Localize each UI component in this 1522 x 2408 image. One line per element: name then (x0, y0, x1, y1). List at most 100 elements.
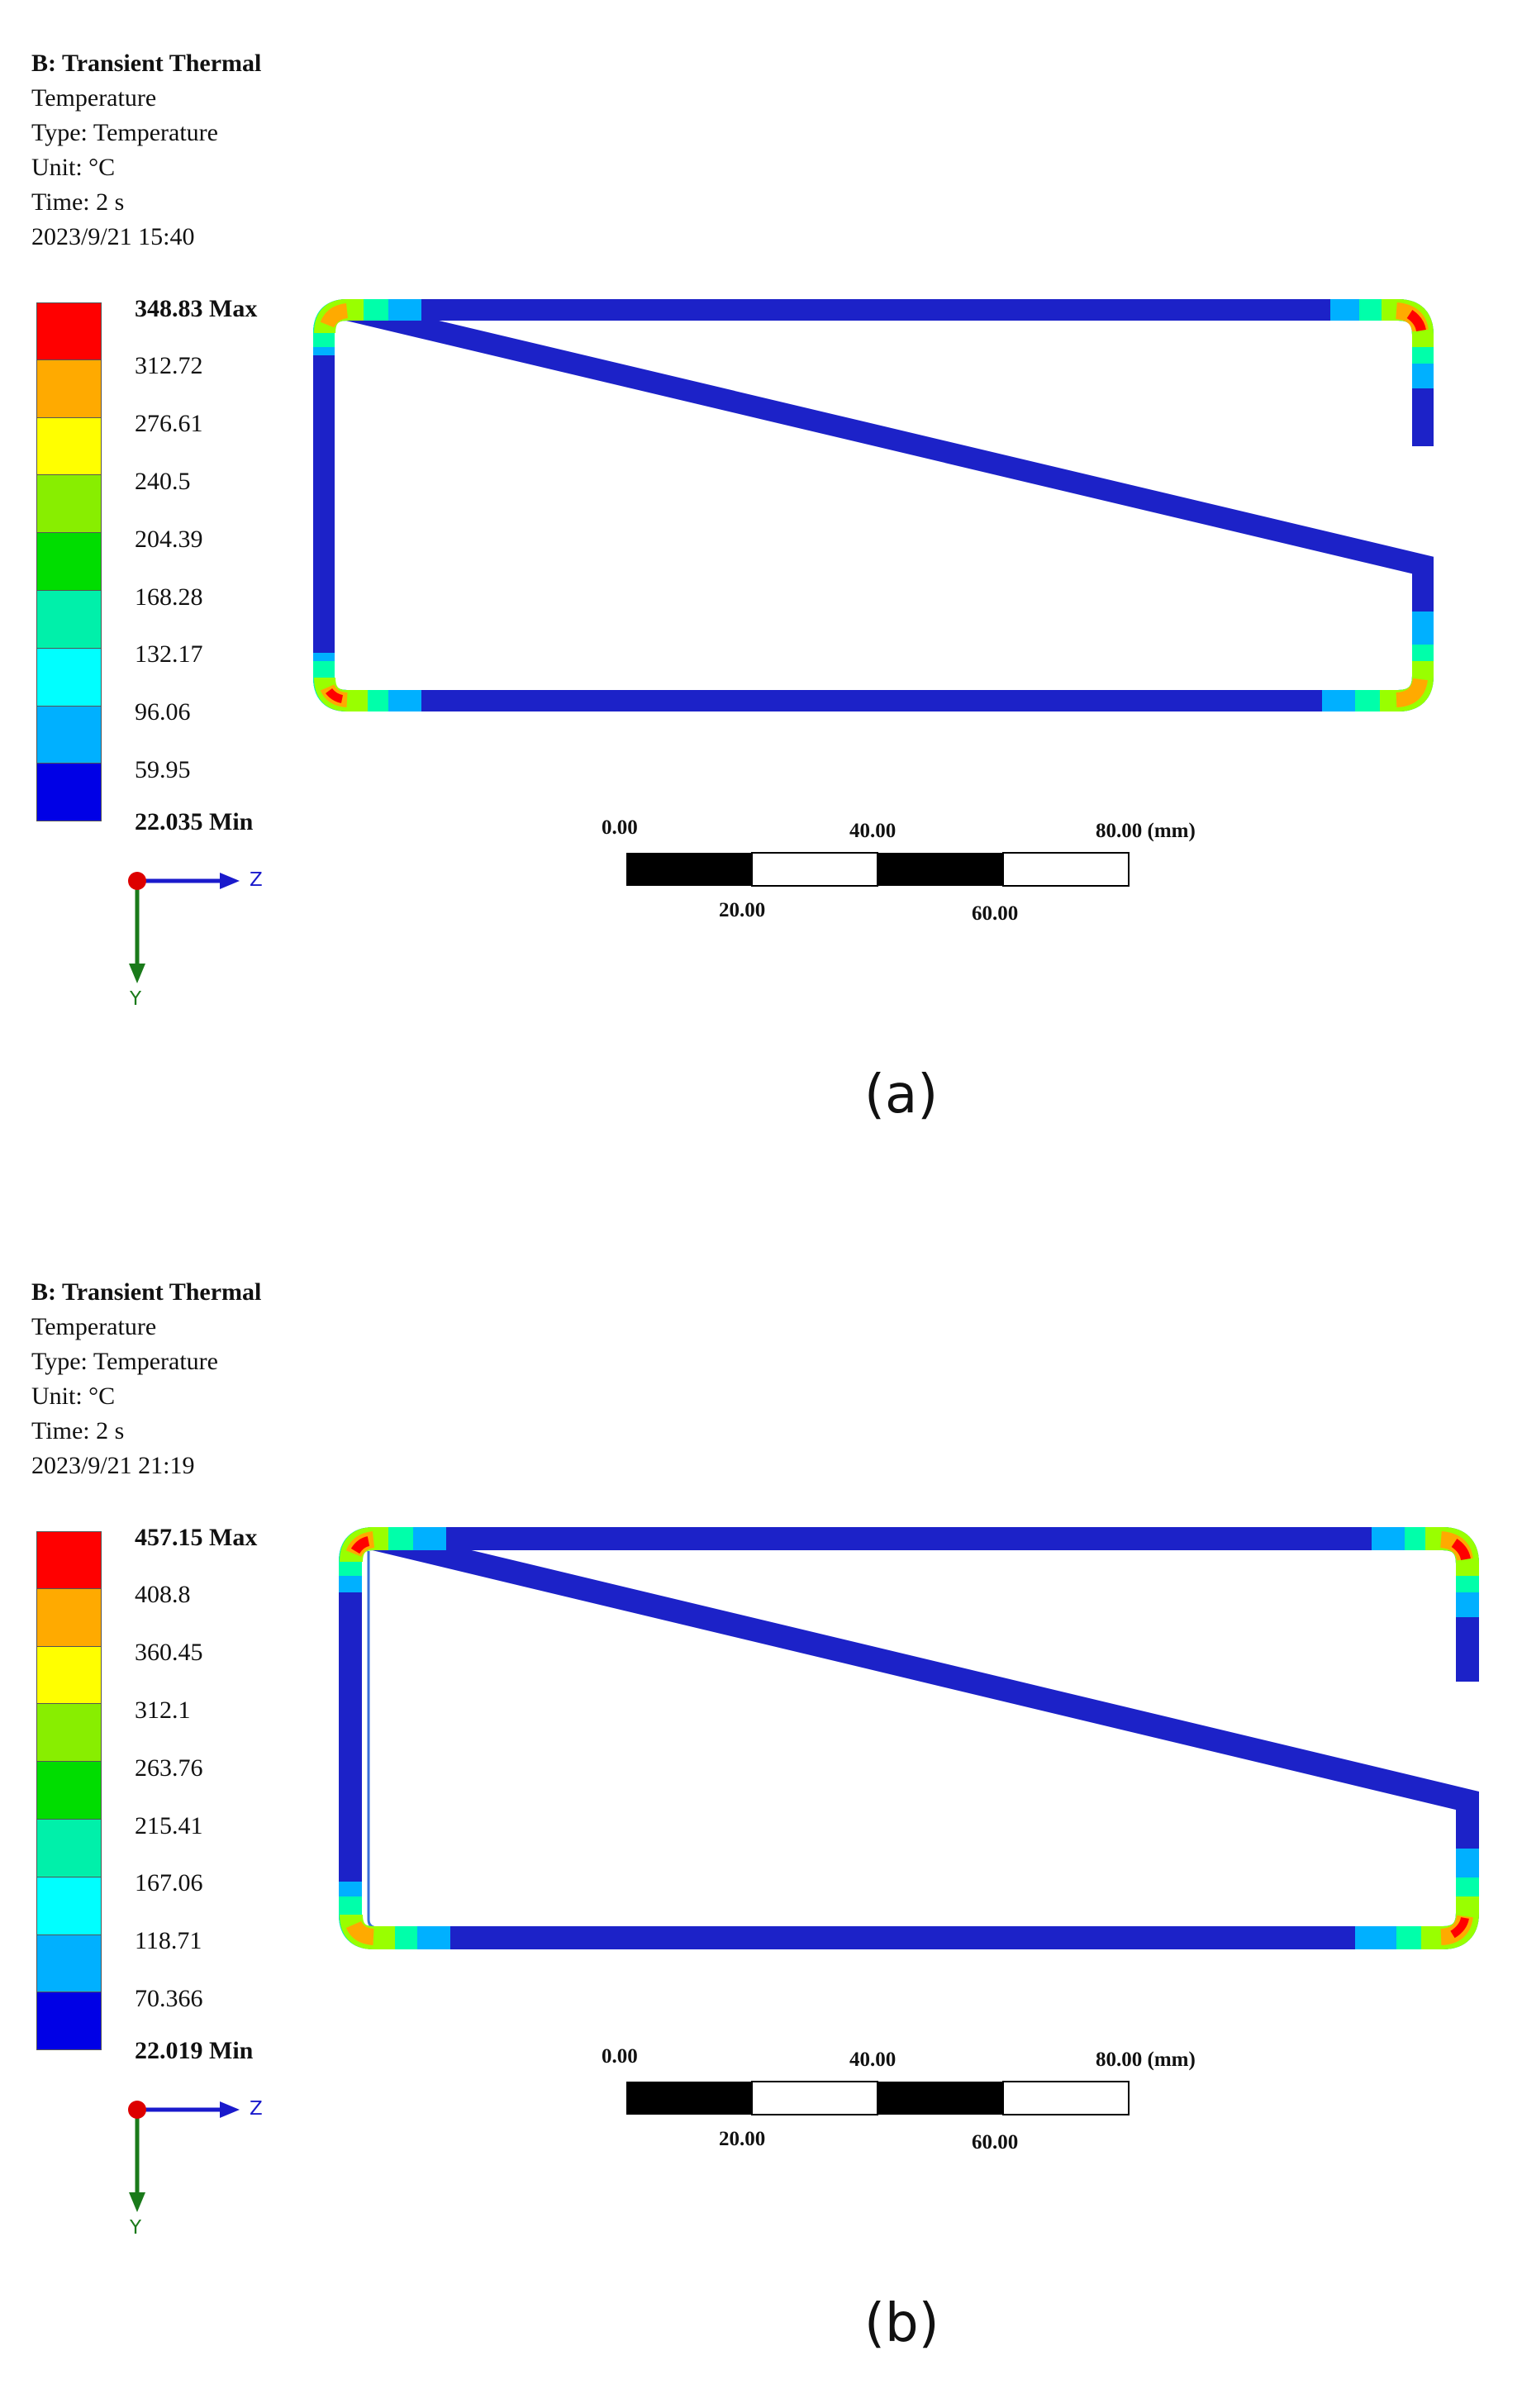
legend-color-band (36, 764, 102, 822)
legend-label: 59.95 (135, 756, 191, 783)
result-info: B: Transient Thermal Temperature Type: T… (31, 46, 261, 255)
result-unit: Unit: °C (31, 1382, 116, 1410)
scale-tick-label: 60.00 (972, 902, 1019, 925)
origin-point-icon (128, 872, 146, 890)
legend-label: 70.366 (135, 1985, 203, 2012)
legend-color-band (36, 302, 102, 360)
origin-point-icon (128, 2101, 146, 2119)
legend-color-band (36, 1934, 102, 1993)
result-date: 2023/9/21 15:40 (31, 223, 195, 250)
result-time: Time: 2 s (31, 188, 125, 216)
y-axis-arrow-icon (129, 964, 145, 983)
corner-gradient (345, 1920, 375, 1945)
scale-tick-label: 20.00 (719, 899, 766, 921)
opening-tip-top (1412, 400, 1434, 446)
inner-boundary-line (367, 1551, 379, 1930)
z-axis-label: Z (250, 869, 263, 891)
corner-gradient (350, 1536, 370, 1554)
corner-gradient (1396, 678, 1428, 707)
legend-color-band (36, 1531, 102, 1589)
legend-color-band (36, 648, 102, 707)
legend-label: 312.1 (135, 1697, 191, 1724)
result-info: B: Transient Thermal Temperature Type: T… (31, 1275, 261, 1483)
result-type: Type: Temperature (31, 1348, 218, 1375)
scale-segment (1002, 852, 1130, 887)
result-panel-b: B: Transient Thermal Temperature Type: T… (0, 1204, 1522, 2408)
result-time: Time: 2 s (31, 1417, 125, 1444)
model-viewport (128, 1526, 1479, 2212)
corner-gradient (320, 303, 349, 328)
model-viewport (128, 298, 1434, 983)
axis-triad (128, 872, 240, 983)
result-panel-a: B: Transient Thermal Temperature Type: T… (31, 46, 1434, 1125)
legend-label: 276.61 (135, 410, 203, 437)
legend-label: 204.39 (135, 526, 203, 553)
y-axis-label: Y (130, 2217, 142, 2239)
scale-tick-label: 0.00 (602, 816, 638, 839)
corner-gradient (1322, 612, 1434, 711)
subfigure-label: (b) (864, 2293, 939, 2354)
legend-color-band (36, 590, 102, 649)
corner-gradient (326, 688, 344, 703)
legend-min-label: 22.035 Min (135, 808, 254, 835)
corner-gradient (1450, 1916, 1469, 1939)
scale-tick-label: 60.00 (972, 2131, 1019, 2153)
legend-color-band (36, 1762, 102, 1820)
scale-segment (878, 2082, 1003, 2115)
z-axis-arrow-icon (220, 2101, 240, 2118)
legend-label: 132.17 (135, 640, 203, 668)
scale-tick-label: 20.00 (719, 2128, 766, 2150)
z-axis-label: Z (250, 2098, 263, 2120)
legend-color-band (36, 359, 102, 418)
legend-color-band (36, 1588, 102, 1647)
legend-color-band (36, 475, 102, 534)
z-axis-arrow-icon (220, 873, 240, 889)
legend-color-band (36, 533, 102, 591)
analysis-title: B: Transient Thermal (31, 50, 262, 77)
opening-tip-bottom (1412, 565, 1434, 603)
legend-label: 167.06 (135, 1869, 203, 1896)
scale-tick-label: 40.00 (849, 2049, 897, 2071)
legend-color-band (36, 1646, 102, 1705)
scale-tick-label: 0.00 (602, 2045, 638, 2068)
legend-label: 312.72 (135, 352, 203, 379)
legend-min-label: 22.019 Min (135, 2037, 254, 2064)
scale-segment (751, 852, 878, 887)
scale-bar (626, 2081, 1130, 2115)
subfigure-label: (a) (864, 1064, 939, 1125)
legend-color-band (36, 1877, 102, 1935)
legend-max-label: 348.83 Max (135, 295, 258, 322)
section-body (339, 1526, 1479, 1949)
legend-label: 215.41 (135, 1812, 203, 1839)
scale-tick-label: 80.00 (mm) (1096, 2049, 1196, 2071)
color-legend-bar (36, 1531, 102, 2051)
axis-triad (128, 2101, 240, 2212)
result-type: Type: Temperature (31, 119, 218, 146)
scale-segment (1002, 2081, 1130, 2115)
scale-tick-label: 40.00 (849, 820, 897, 842)
color-legend-bar (36, 302, 102, 822)
analysis-title: B: Transient Thermal (31, 1278, 262, 1306)
legend-max-label: 457.15 Max (135, 1524, 258, 1551)
legend-color-band (36, 1704, 102, 1763)
legend-label: 360.45 (135, 1639, 203, 1666)
legend-label: 263.76 (135, 1754, 203, 1782)
opening-tip-bottom (1456, 1801, 1479, 1832)
legend-label: 168.28 (135, 583, 203, 611)
section-body (313, 298, 1434, 711)
legend-label: 96.06 (135, 698, 191, 726)
legend-color-band (36, 417, 102, 476)
temperature-contour-model (339, 1526, 1479, 1949)
legend-color-band (36, 1992, 102, 2051)
corner-gradient (1406, 310, 1426, 332)
y-axis-label: Y (130, 988, 142, 1010)
result-date: 2023/9/21 21:19 (31, 1452, 195, 1479)
opening-tip-top (1456, 1634, 1479, 1682)
scale-segment (626, 2082, 752, 2115)
legend-color-band (36, 706, 102, 764)
corner-gradient (1355, 1849, 1479, 1949)
scale-segment (878, 853, 1003, 886)
scale-segment (626, 853, 752, 886)
result-name: Temperature (31, 84, 157, 112)
legend-label: 118.71 (135, 1927, 202, 1954)
